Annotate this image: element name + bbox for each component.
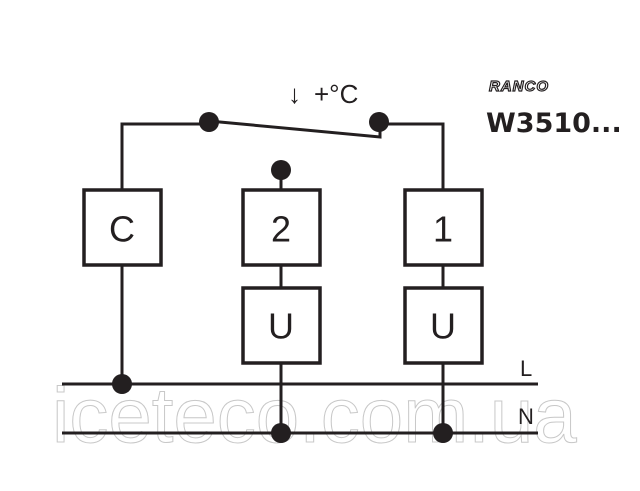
load-1: U — [403, 286, 484, 365]
temperature-indicator: ↓ +°C — [288, 79, 358, 109]
terminal-c: C — [82, 188, 163, 267]
switch-contact-c — [199, 112, 219, 132]
terminal-1-label: 1 — [433, 209, 453, 250]
model-number: W3510... — [486, 108, 622, 139]
temperature-label: +°C — [314, 79, 358, 109]
arrow-down-icon: ↓ — [288, 79, 301, 109]
switch-blade — [208, 119, 382, 139]
brand-name: RANCO — [489, 78, 549, 95]
switch-contact-1 — [369, 112, 389, 132]
terminal-c-label: C — [109, 209, 135, 250]
load-2: U — [241, 286, 322, 365]
ranco-logo: RANCO — [488, 77, 549, 95]
wire-c-to-switch — [120, 122, 209, 189]
switch-contact-2 — [271, 160, 291, 180]
junction-n-1 — [433, 423, 453, 443]
rail-label-l: L — [520, 356, 532, 381]
rail-label-n: N — [518, 404, 534, 429]
load-2-label: U — [268, 306, 294, 347]
junction-l — [112, 374, 132, 394]
terminal-1: 1 — [403, 188, 484, 267]
junction-n-2 — [271, 423, 291, 443]
terminal-2-label: 2 — [271, 209, 291, 250]
terminal-2: 2 — [241, 188, 322, 267]
wire-switch-to-1 — [378, 122, 445, 189]
load-1-label: U — [430, 306, 456, 347]
